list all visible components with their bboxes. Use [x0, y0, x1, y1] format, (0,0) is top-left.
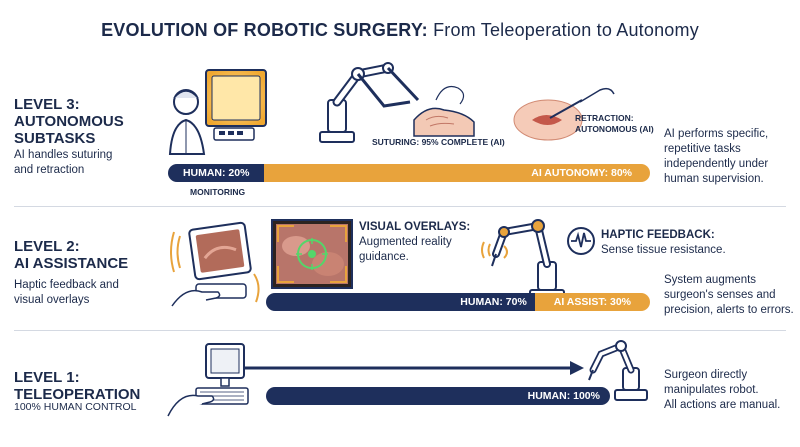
level2-progress-bar: HUMAN: 70% AI ASSIST: 30% [266, 293, 650, 311]
level2-human-segment: HUMAN: 70% [266, 293, 535, 311]
title-bold: EVOLUTION OF ROBOTIC SURGERY: [101, 20, 428, 40]
page-title: EVOLUTION OF ROBOTIC SURGERY: From Teleo… [0, 20, 800, 41]
level2-ai-segment: AI ASSIST: 30% [534, 293, 650, 311]
level3-progress-bar: HUMAN: 20% AI AUTONOMY: 80% [168, 164, 650, 182]
visual-overlay-image [271, 219, 353, 289]
suturing-robot-icon [319, 62, 475, 143]
haptic-text: Sense tissue resistance. [601, 244, 726, 256]
level2-subtitle: Haptic feedback and visual overlays [14, 279, 119, 306]
level3-ai-segment: AI AUTONOMY: 80% [264, 164, 650, 182]
overlay-text: Augmented reality guidance. [359, 236, 452, 263]
level1-human-segment: HUMAN: 100% [266, 387, 610, 405]
manual-robot-icon [588, 340, 648, 401]
level3-human-segment: HUMAN: 20% [168, 164, 265, 182]
retraction-label: RETRACTION: AUTONOMOUS (AI) [575, 113, 654, 134]
level1-title: LEVEL 1: TELEOPERATION [14, 369, 141, 403]
level1-human-label: HUMAN: 100% [527, 390, 600, 402]
level2-title: LEVEL 2: AI ASSISTANCE [14, 238, 129, 272]
level1-subtitle: 100% HUMAN CONTROL [14, 401, 137, 413]
manual-console-icon [167, 343, 249, 417]
level2-description: System augments surgeon's senses and pre… [664, 274, 794, 316]
haptic-robot-icon [481, 219, 565, 301]
divider [14, 206, 786, 207]
level2-ai-label: AI ASSIST: 30% [553, 296, 631, 308]
overlay-title: VISUAL OVERLAYS: [359, 221, 471, 233]
ar-console-icon [170, 221, 260, 307]
monitoring-label: MONITORING [190, 187, 246, 197]
title-rest: From Teleoperation to Autonomy [427, 20, 699, 40]
haptic-title: HAPTIC FEEDBACK: [601, 229, 715, 241]
retraction-icon [513, 87, 615, 141]
level3-ai-label: AI AUTONOMY: 80% [531, 167, 632, 179]
divider [14, 330, 786, 331]
surgeon-console-icon [168, 69, 267, 155]
level2-human-label: HUMAN: 70% [460, 296, 527, 308]
direct-control-arrow-icon [244, 361, 584, 375]
suturing-label: SUTURING: 95% COMPLETE (AI) [372, 137, 505, 147]
level3-subtitle: AI handles suturing and retraction [14, 149, 113, 176]
level3-title: LEVEL 3: AUTONOMOUS SUBTASKS [14, 96, 124, 147]
level3-description: AI performs specific, repetitive tasks i… [664, 128, 769, 185]
level3-human-label: HUMAN: 20% [182, 167, 250, 179]
level1-progress-bar: HUMAN: 100% [266, 387, 610, 405]
haptic-waveform-icon [567, 227, 595, 255]
level1-description: Surgeon directly manipulates robot. All … [664, 369, 781, 411]
